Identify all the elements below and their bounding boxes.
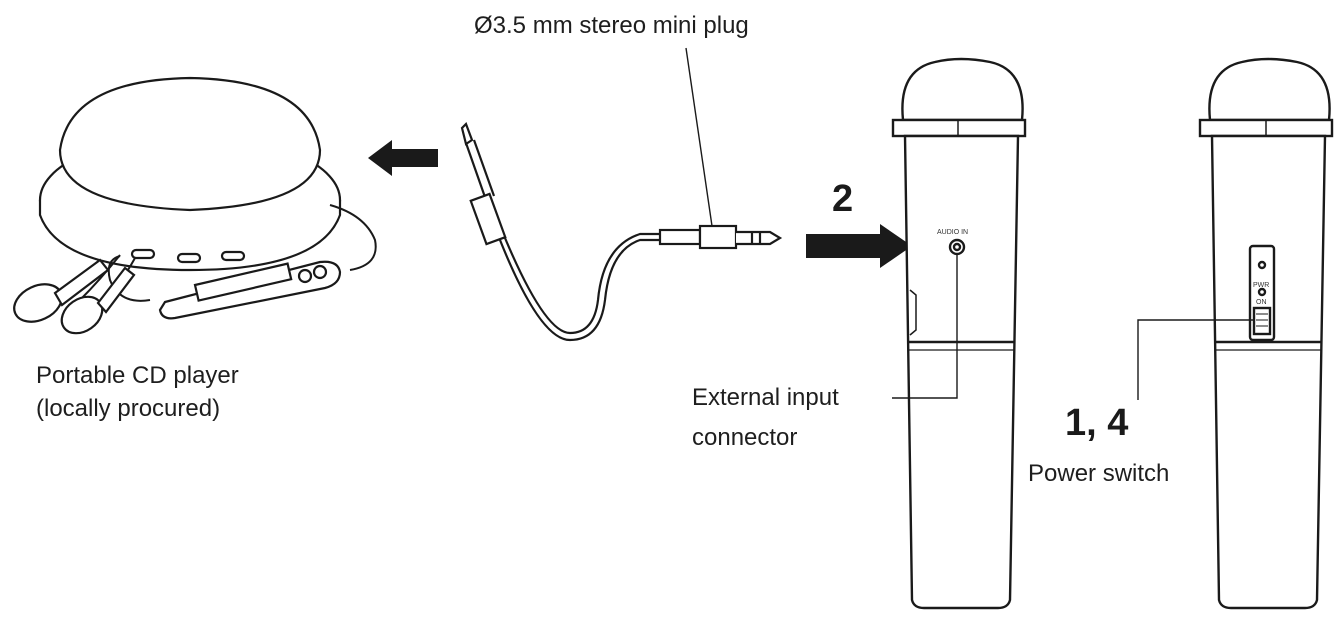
audio-cable: [460, 47, 783, 342]
microphone-back: [1198, 57, 1334, 610]
arrow-to-microphone: [806, 224, 912, 268]
arrow-to-cd-player: [368, 140, 438, 176]
microphone-front: [891, 57, 1027, 610]
portable-cd-player: [38, 76, 342, 272]
earphones: [13, 258, 136, 335]
leader-lines: [892, 254, 1254, 400]
step-2-label: 2: [832, 178, 854, 220]
on-marking: ON: [1256, 299, 1267, 306]
step-1-4-label: 1, 4: [1065, 402, 1129, 444]
external-input-label: External input: [692, 384, 839, 411]
power-switch-label: Power switch: [1028, 460, 1170, 487]
pwr-marking: PWR: [1253, 282, 1269, 289]
external-input-sublabel: connector: [692, 424, 798, 451]
audio-in-marking: AUDIO IN: [937, 229, 968, 236]
remote-control: [158, 260, 342, 320]
cd-player-label: Portable CD player: [36, 362, 239, 389]
cd-player-sublabel: (locally procured): [36, 395, 221, 422]
plug-label: Ø3.5 mm stereo mini plug: [474, 12, 749, 39]
